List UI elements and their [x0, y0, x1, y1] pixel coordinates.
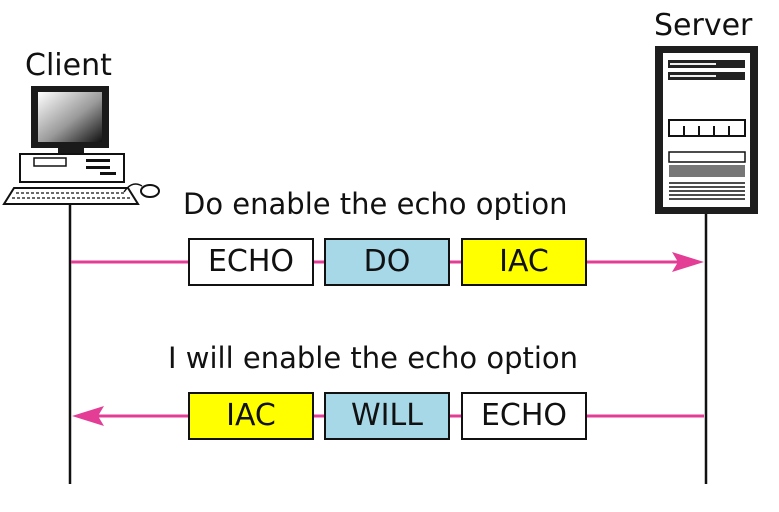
request-caption: Do enable the echo option: [183, 187, 568, 221]
reply-caption: I will enable the echo option: [168, 341, 579, 375]
request-field-do: DO: [324, 238, 450, 286]
reply-field-iac: IAC: [188, 392, 314, 440]
request-field-iac: IAC: [461, 238, 587, 286]
server-label: Server: [654, 8, 753, 43]
client-label: Client: [25, 48, 112, 83]
reply-field-will: WILL: [324, 392, 450, 440]
reply-field-echo: ECHO: [461, 392, 587, 440]
reply-arrow-head: [72, 406, 104, 426]
request-arrow-head: [672, 252, 704, 272]
desktop-computer-icon: [2, 86, 160, 205]
server-tower-icon: [655, 46, 758, 214]
request-field-echo: ECHO: [188, 238, 314, 286]
